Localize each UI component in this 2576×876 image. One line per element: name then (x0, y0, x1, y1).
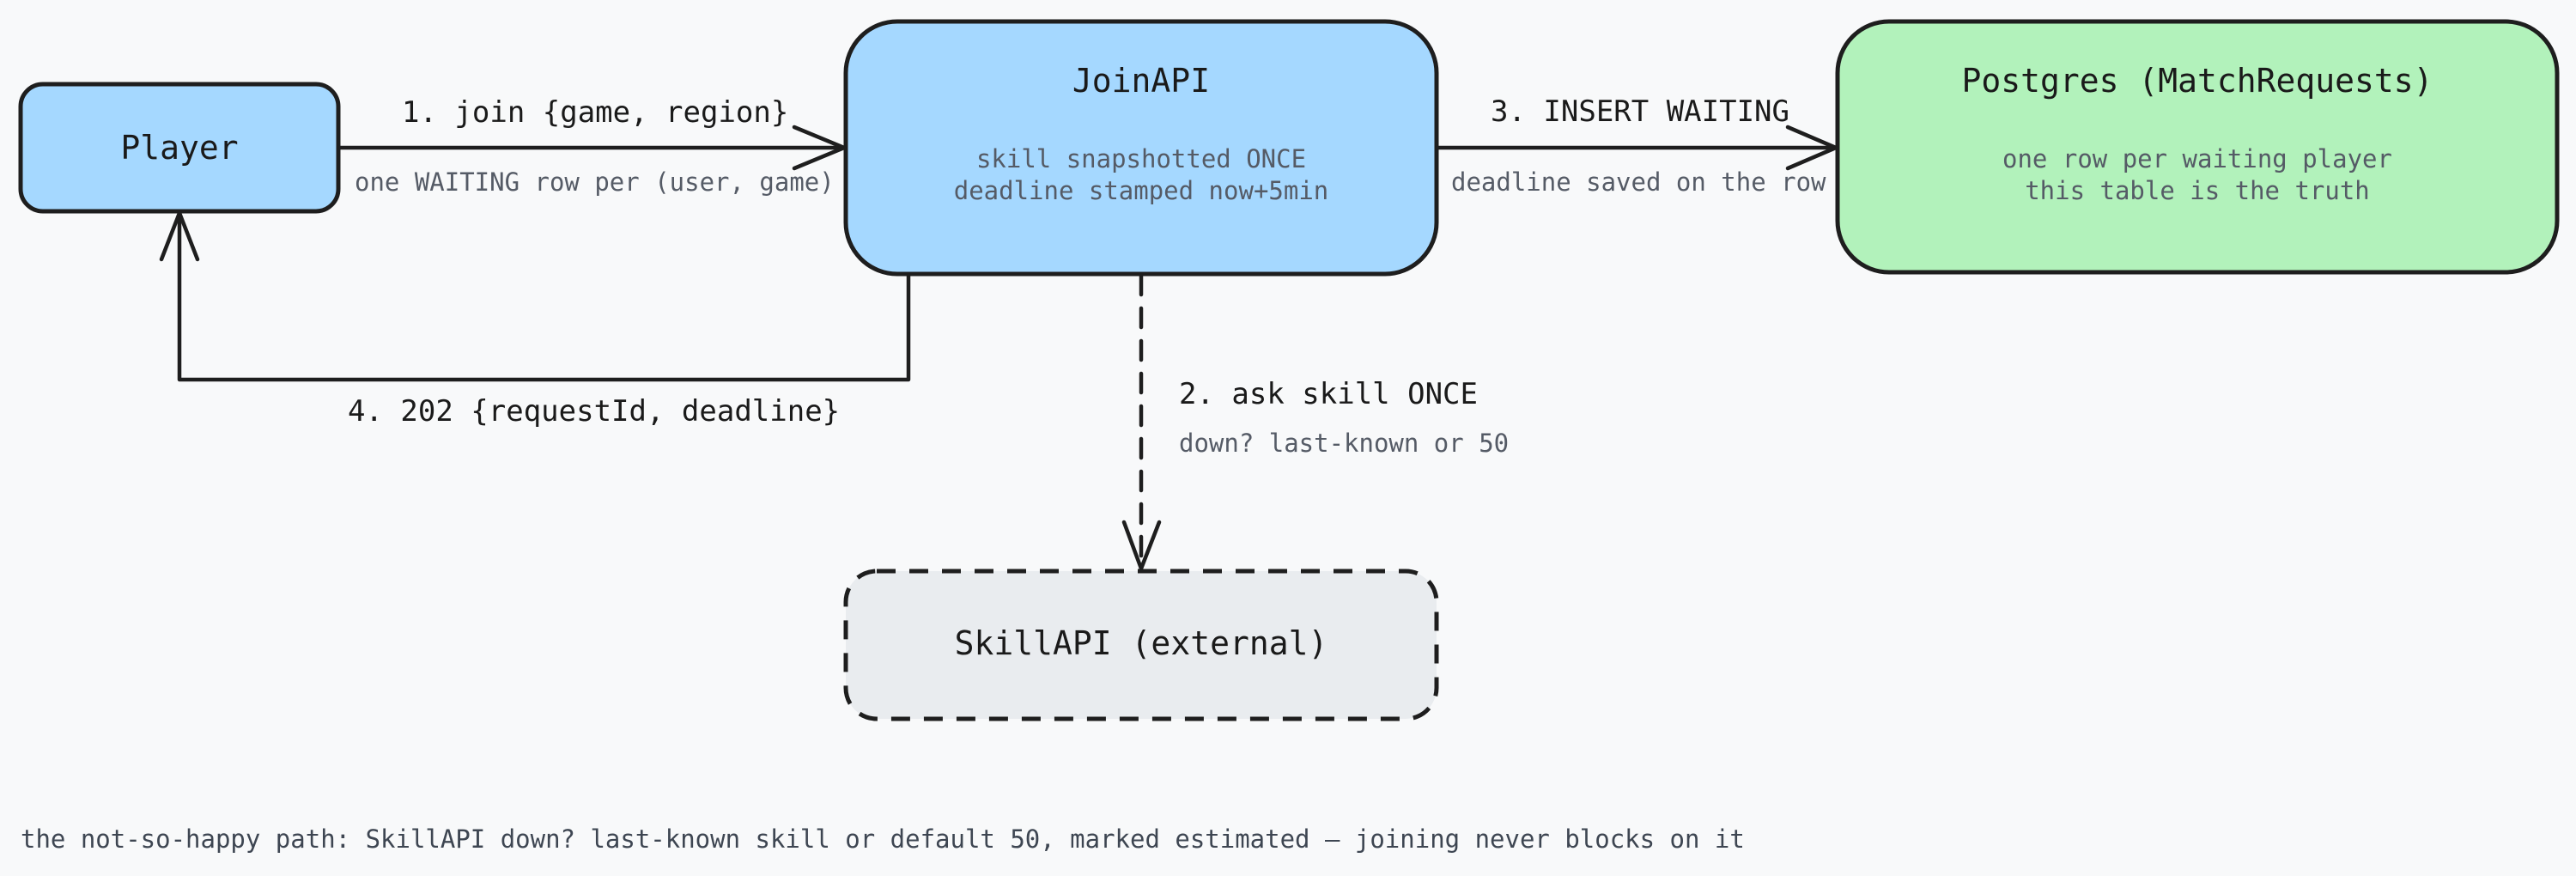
edge-insert: 3. INSERT WAITING deadline saved on the … (1434, 94, 1838, 197)
joinapi-note-line: skill snapshotted ONCE (976, 144, 1306, 173)
edge-join: 1. join {game, region} one WAITING row p… (336, 95, 847, 197)
response-arrowhead (159, 210, 200, 262)
skillapi-box (843, 569, 1439, 721)
postgres-note-line: one row per waiting player (2002, 144, 2392, 173)
skillapi-title: SkillAPI (external) (955, 624, 1328, 662)
ask-skill-note: down? last-known or 50 (1179, 429, 1509, 458)
postgres-node: Postgres (MatchRequests) one row per wai… (1835, 19, 2560, 275)
response-arrow-line (177, 210, 911, 382)
postgres-note-line: this table is the truth (2025, 176, 2370, 205)
player-node: Player (18, 82, 341, 214)
skillapi-node: SkillAPI (external) (843, 569, 1439, 721)
ask-skill-label: 2. ask skill ONCE (1179, 377, 1478, 411)
player-title: Player (120, 129, 238, 167)
joinapi-note-line: deadline stamped now+5min (954, 176, 1329, 205)
postgres-title: Postgres (MatchRequests) (1961, 62, 2433, 100)
insert-note: deadline saved on the row (1451, 167, 1826, 197)
insert-arrowhead (1785, 125, 1838, 171)
edge-ask-skill: 2. ask skill ONCE down? last-known or 50 (1121, 273, 1509, 571)
edge-response: 4. 202 {requestId, deadline} (159, 210, 911, 429)
response-label: 4. 202 {requestId, deadline} (348, 394, 840, 429)
join-note: one WAITING row per (user, game) (355, 167, 835, 197)
insert-label: 3. INSERT WAITING (1491, 94, 1789, 129)
ask-skill-arrowhead (1121, 520, 1162, 571)
join-label: 1. join {game, region} (402, 95, 788, 130)
join-arrowhead (792, 125, 847, 171)
footer-note: the not-so-happy path: SkillAPI down? la… (21, 824, 1745, 854)
joinapi-title: JoinAPI (1072, 62, 1210, 100)
joinapi-node: JoinAPI skill snapshotted ONCE deadline … (843, 19, 1439, 277)
